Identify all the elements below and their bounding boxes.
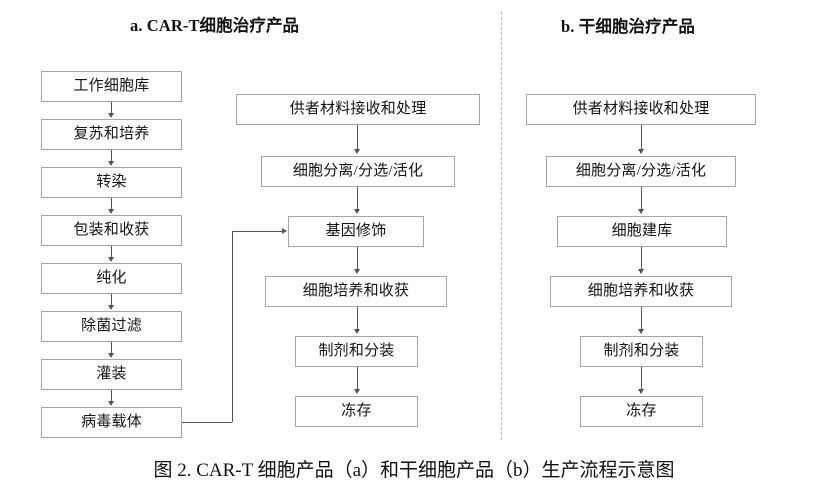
connector-line xyxy=(111,246,112,258)
connector-line xyxy=(111,198,112,210)
connector-line xyxy=(111,342,112,354)
node-donor-material-receipt-stemcell[interactable]: 供者材料接收和处理 xyxy=(526,94,756,125)
crosslink-arrow xyxy=(282,227,287,234)
connector-line xyxy=(357,247,358,269)
figure-caption: 图 2. CAR-T 细胞产品（a）和干细胞产品（b）生产流程示意图 xyxy=(153,460,675,481)
connector-line xyxy=(641,187,642,209)
connector-line xyxy=(357,187,358,209)
connector-line xyxy=(641,247,642,269)
connector-arrow xyxy=(108,305,114,310)
connector-arrow xyxy=(108,209,114,214)
node-purification[interactable]: 纯化 xyxy=(41,263,182,294)
connector-line xyxy=(357,367,358,389)
connector-line xyxy=(641,367,642,389)
node-cell-culture-harvest-cart[interactable]: 细胞培养和收获 xyxy=(265,276,447,307)
connector-arrow xyxy=(638,149,644,154)
node-working-cell-bank[interactable]: 工作细胞库 xyxy=(41,71,182,102)
connector-arrow xyxy=(108,257,114,262)
connector-arrow xyxy=(108,401,114,406)
connector-arrow xyxy=(108,161,114,166)
panel-divider xyxy=(501,12,502,440)
node-sterile-filtration[interactable]: 除菌过滤 xyxy=(41,311,182,342)
connector-arrow xyxy=(354,209,360,214)
connector-line xyxy=(111,390,112,402)
node-formulation-filling-stemcell[interactable]: 制剂和分装 xyxy=(580,336,703,367)
node-cell-culture-harvest-stemcell[interactable]: 细胞培养和收获 xyxy=(550,276,732,307)
connector-arrow xyxy=(354,389,360,394)
connector-arrow xyxy=(638,269,644,274)
node-gene-modification[interactable]: 基因修饰 xyxy=(288,216,424,247)
connector-line xyxy=(641,125,642,149)
node-transfection[interactable]: 转染 xyxy=(41,167,182,198)
crosslink-segment-horizontal-upper xyxy=(232,231,282,232)
connector-arrow xyxy=(638,329,644,334)
crosslink-segment-horizontal-lower xyxy=(182,422,232,423)
connector-line xyxy=(111,102,112,114)
node-cell-banking[interactable]: 细胞建库 xyxy=(557,216,727,247)
connector-line xyxy=(357,125,358,149)
node-cell-isolation-cart[interactable]: 细胞分离/分选/活化 xyxy=(261,156,455,187)
node-thaw-and-culture[interactable]: 复苏和培养 xyxy=(41,119,182,150)
connector-arrow xyxy=(108,113,114,118)
node-cell-isolation-stemcell[interactable]: 细胞分离/分选/活化 xyxy=(546,156,736,187)
connector-arrow xyxy=(638,209,644,214)
node-cryopreservation-cart[interactable]: 冻存 xyxy=(295,396,418,427)
connector-line xyxy=(641,307,642,329)
panel-title-cart: a. CAR-T细胞治疗产品 xyxy=(130,16,300,35)
crosslink-segment-vertical xyxy=(232,231,233,422)
node-donor-material-receipt-cart[interactable]: 供者材料接收和处理 xyxy=(236,94,480,125)
connector-arrow xyxy=(354,269,360,274)
connector-arrow xyxy=(354,149,360,154)
connector-line xyxy=(357,307,358,329)
node-filling[interactable]: 灌装 xyxy=(41,359,182,390)
node-cryopreservation-stemcell[interactable]: 冻存 xyxy=(580,396,703,427)
panel-title-stemcell: b. 干细胞治疗产品 xyxy=(561,17,695,36)
connector-arrow xyxy=(638,389,644,394)
node-viral-vector[interactable]: 病毒载体 xyxy=(41,407,182,438)
connector-line xyxy=(111,150,112,162)
connector-line xyxy=(111,294,112,306)
node-packaging-and-harvest[interactable]: 包装和收获 xyxy=(41,215,182,246)
connector-arrow xyxy=(354,329,360,334)
connector-arrow xyxy=(108,353,114,358)
node-formulation-filling-cart[interactable]: 制剂和分装 xyxy=(295,336,418,367)
